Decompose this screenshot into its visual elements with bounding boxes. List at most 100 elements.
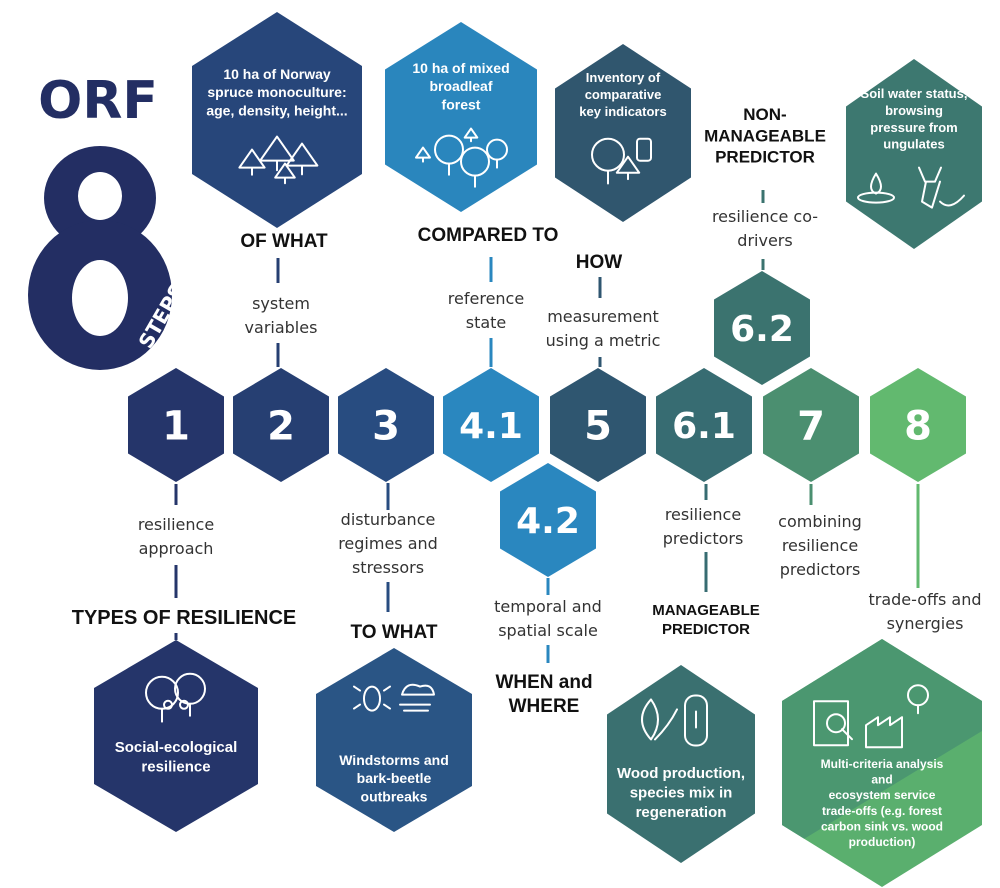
description-line: reference bbox=[448, 289, 524, 308]
step-5-hexagon[interactable]: 5 bbox=[550, 368, 646, 482]
heading-line: COMPARED TO bbox=[418, 225, 559, 246]
step-8-hexagon-shape bbox=[870, 368, 966, 482]
description-line: approach bbox=[139, 539, 214, 558]
description-line: trade-offs and bbox=[868, 590, 981, 609]
description-line: resilience co- bbox=[712, 207, 818, 226]
heading-line: WHEN and bbox=[495, 672, 592, 693]
description-line: resilience bbox=[665, 505, 741, 524]
step-4-2-hexagon-shape bbox=[500, 463, 596, 577]
example-text-line: trade-offs (e.g. forest bbox=[822, 804, 942, 818]
eight-bottom-hole bbox=[72, 260, 128, 336]
step-2-hexagon[interactable]: 2 bbox=[233, 368, 329, 482]
title-block: ORF STEPS bbox=[28, 71, 190, 370]
step-1-number: 1 bbox=[162, 403, 190, 449]
description-line: state bbox=[466, 313, 507, 332]
description-line: predictors bbox=[780, 560, 861, 579]
step-8-number: 8 bbox=[904, 403, 932, 449]
heading-line: MANAGEABLE bbox=[652, 602, 760, 619]
step-5-hexagon-shape bbox=[550, 368, 646, 482]
step-4-1-hexagon[interactable]: 4.1 bbox=[443, 368, 539, 482]
step-4-1-number: 4.1 bbox=[459, 406, 523, 447]
step-3-example-text: Windstorms and bark-beetle outbreaks bbox=[339, 752, 449, 804]
step-2-example-hexagon: 10 ha of Norway spruce monoculture: age, d… bbox=[192, 12, 362, 228]
description-line: combining bbox=[778, 512, 862, 531]
heading-line: TYPES OF RESILIENCE bbox=[72, 607, 296, 629]
eight-numeral-logo bbox=[28, 146, 172, 370]
heading-line: PREDICTOR bbox=[715, 148, 815, 167]
step-4-1-description: reference state bbox=[448, 289, 524, 332]
example-text-line: 10 ha of Norway bbox=[223, 66, 331, 82]
example-text-line: Social-ecological bbox=[115, 739, 238, 756]
step-7-number: 7 bbox=[797, 403, 825, 449]
example-text-line: broadleaf bbox=[429, 78, 492, 94]
step-2-number: 2 bbox=[267, 403, 295, 449]
step-4-1-hexagon-shape bbox=[443, 368, 539, 482]
people-trees-icon bbox=[145, 672, 206, 723]
example-text-line: species mix in bbox=[630, 785, 733, 802]
description-line: regimes and bbox=[338, 534, 438, 553]
heading-line: OF WHAT bbox=[240, 231, 328, 252]
description-line: temporal and bbox=[494, 597, 602, 616]
document-search-factory-icon bbox=[813, 684, 929, 749]
step-2-example-text: 10 ha of Norway spruce monoculture: age, d… bbox=[206, 66, 347, 118]
example-text-line: carbon sink vs. wood bbox=[821, 819, 943, 833]
example-text-line: bark-beetle bbox=[357, 770, 432, 786]
example-text-line: resilience bbox=[141, 759, 210, 776]
step-8-hexagon[interactable]: 8 bbox=[870, 368, 966, 482]
step-2-heading: OF WHAT bbox=[240, 231, 328, 252]
step-3-hexagon[interactable]: 3 bbox=[338, 368, 434, 482]
step-6-2-description: resilience co-drivers bbox=[712, 207, 818, 250]
broadleaf-trees-icon bbox=[415, 127, 508, 188]
description-line: resilience bbox=[782, 536, 858, 555]
step-1-hexagon[interactable]: 1 bbox=[128, 368, 224, 482]
example-text-line: age, density, height... bbox=[206, 102, 347, 118]
example-text-line: spruce monoculture: bbox=[207, 84, 346, 100]
tree-glove-icon bbox=[591, 137, 652, 185]
heading-line: HOW bbox=[576, 252, 623, 273]
step-3-example-hexagon: Windstorms and bark-beetle outbreaks bbox=[316, 648, 472, 832]
example-hexagon-diagonal-band bbox=[782, 639, 982, 853]
step-6-2-hexagon[interactable]: 6.2 bbox=[714, 271, 810, 385]
beetle-wind-icon bbox=[353, 683, 435, 712]
example-text-line: Windstorms and bbox=[339, 752, 449, 768]
example-hexagon-shape bbox=[192, 12, 362, 228]
example-text-line: outbreaks bbox=[361, 788, 428, 804]
description-line: using a metric bbox=[546, 331, 661, 350]
description-line: measurement bbox=[547, 307, 659, 326]
example-text-line: browsing bbox=[885, 103, 943, 118]
step-6-1-hexagon[interactable]: 6.1 bbox=[656, 368, 752, 482]
heading-line: WHERE bbox=[509, 696, 580, 717]
step-4-1-heading: COMPARED TO bbox=[418, 225, 559, 246]
heading-line: PREDICTOR bbox=[662, 621, 750, 638]
example-text-line: production) bbox=[849, 835, 916, 849]
step-7-hexagon[interactable]: 7 bbox=[763, 368, 859, 482]
example-hexagon-shape bbox=[607, 665, 755, 863]
example-text-line: comparative bbox=[585, 87, 662, 102]
step-6-2-number: 6.2 bbox=[730, 309, 794, 350]
water-deer-icon bbox=[857, 166, 965, 209]
step-4-2-hexagon[interactable]: 4.2 bbox=[500, 463, 596, 577]
step-7-description: combining resilience predictors bbox=[778, 512, 862, 579]
example-hexagon-shape bbox=[94, 640, 258, 832]
description-line: drivers bbox=[737, 231, 792, 250]
step-5-number: 5 bbox=[584, 403, 612, 449]
step-3-heading: TO WHAT bbox=[351, 622, 438, 643]
description-line: system bbox=[252, 294, 310, 313]
step-2-hexagon-shape bbox=[233, 368, 329, 482]
